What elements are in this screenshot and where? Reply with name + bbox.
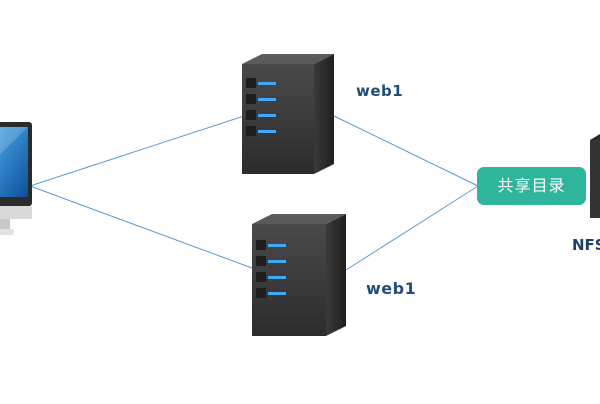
link-server-bottom-shared xyxy=(345,185,479,271)
connection-lines xyxy=(29,115,479,271)
nfs-label: NFS xyxy=(572,236,600,254)
server-top-label: web1 xyxy=(356,82,404,100)
computer-icon xyxy=(0,122,32,235)
server-bottom-icon xyxy=(252,214,346,336)
link-computer-server-top xyxy=(29,115,245,187)
server-top-icon xyxy=(242,54,334,174)
link-computer-server-bottom xyxy=(29,185,253,269)
shared-directory-badge: 共享目录 xyxy=(477,167,586,205)
nfs-server-icon xyxy=(590,134,600,218)
link-server-top-shared xyxy=(333,115,479,187)
server-bottom-label: web1 xyxy=(366,279,417,298)
